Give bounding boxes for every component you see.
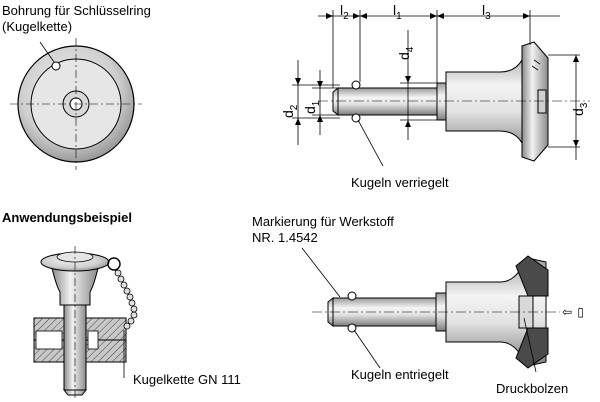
balls-locked-label: Kugeln verriegelt bbox=[351, 175, 449, 190]
dim-d1: d1 bbox=[302, 100, 322, 114]
side-view-unlocked bbox=[301, 247, 560, 373]
example-heading: Anwendungsbeispiel bbox=[2, 210, 133, 225]
dim-d3: d3 bbox=[570, 102, 590, 116]
application-example bbox=[33, 246, 138, 398]
dim-l1: l1 bbox=[393, 2, 402, 22]
marking-label-line2: NR. 1.4542 bbox=[252, 230, 318, 245]
dim-d4: d4 bbox=[396, 46, 416, 60]
bore-label-line1: Bohrung für Schlüsselring bbox=[2, 3, 151, 18]
dim-d2: d2 bbox=[280, 104, 300, 118]
balls-unlocked-label: Kugeln entriegelt bbox=[351, 367, 449, 382]
press-direction-arrow: ⇦ ▯ bbox=[562, 305, 585, 319]
ball-chain-label: Kugelkette GN 111 bbox=[133, 372, 241, 387]
bore-label-line2: (Kugelkette) bbox=[2, 19, 73, 34]
end-view bbox=[10, 38, 142, 170]
dim-l2: l2 bbox=[340, 2, 349, 22]
side-view-locked bbox=[292, 10, 590, 167]
dim-l3: l3 bbox=[482, 2, 491, 22]
marking-label-line1: Markierung für Werkstoff bbox=[252, 214, 394, 229]
push-button-label: Druckbolzen bbox=[496, 381, 569, 396]
